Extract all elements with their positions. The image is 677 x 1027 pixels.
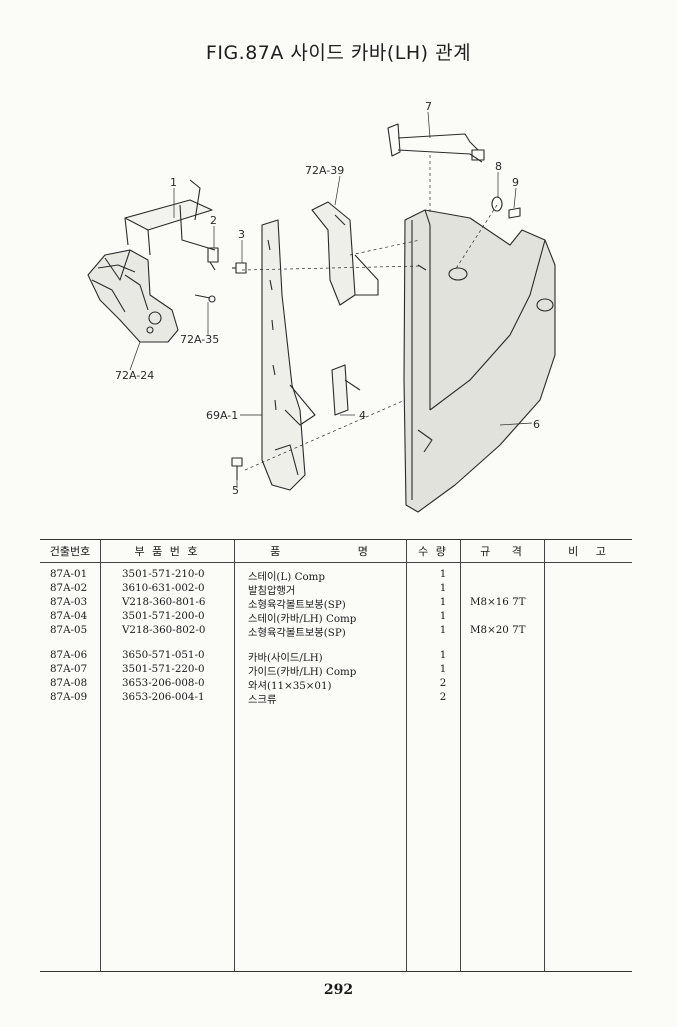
- callout-69a-1: 69A-1: [206, 409, 238, 422]
- header-remarks: 비 고: [568, 545, 608, 558]
- part-6-side-cover: [403, 209, 556, 513]
- part-2-hanger: [207, 247, 219, 271]
- part-3-bolt: [232, 262, 247, 274]
- part-4-stay: [331, 364, 361, 416]
- part-8-washer: [491, 196, 503, 212]
- part-72a-24-bracket: [87, 249, 179, 343]
- exploded-parts-diagram: 1 2 3 4 5 6 7 8 9 72A-39 72A-35 72A-24 6…: [87, 100, 556, 513]
- callout-3: 3: [238, 228, 245, 241]
- table-row: 87A-02 3610-631-002-0 발침압행거 1: [50, 582, 447, 597]
- callout-72a-24: 72A-24: [115, 369, 154, 382]
- callout-5: 5: [232, 484, 239, 497]
- table-row: 87A-06 3650-571-051-0 카바(사이드/LH) 1: [50, 649, 447, 664]
- part-5-screw: [231, 457, 243, 480]
- callout-1: 1: [170, 176, 177, 189]
- parts-table: 건출번호 부 품 번 호 품 명 수 량 규 격 비 고 87A-01 3501…: [40, 539, 632, 972]
- part-72a-35-pin: [194, 294, 216, 303]
- callout-4: 4: [359, 409, 366, 422]
- table-row: 87A-04 3501-571-200-0 스테이(카바/LH) Comp 1: [50, 610, 447, 625]
- callout-72a-35: 72A-35: [180, 333, 219, 346]
- header-spec: 규 격: [480, 545, 524, 558]
- table-row: 87A-05 V218-360-802-0 소형육각볼트보봉(SP) 1 M8×…: [50, 624, 526, 639]
- part-1-stay: [124, 179, 216, 256]
- part-9-screw: [508, 207, 521, 219]
- callout-9: 9: [512, 176, 519, 189]
- header-part-name: 품 명: [270, 545, 370, 558]
- callout-6: 6: [533, 418, 540, 431]
- table-row: 87A-09 3653-206-004-1 스크류 2: [50, 691, 447, 706]
- page-title: FIG.87A 사이드 카바(LH) 관계: [205, 42, 472, 64]
- callout-7: 7: [425, 100, 432, 113]
- callout-72a-39: 72A-39: [305, 164, 344, 177]
- table-row: 87A-07 3501-571-220-0 가이드(카바/LH) Comp 1: [50, 663, 447, 678]
- header-figure-no: 건출번호: [49, 545, 91, 558]
- part-69a-1-guide: [261, 219, 316, 491]
- table-row: 87A-03 V218-360-801-6 소형육각볼트보봉(SP) 1 M8×…: [50, 596, 526, 611]
- table-row: 87A-08 3653-206-008-0 와셔(11×35×01) 2: [50, 677, 447, 692]
- callout-8: 8: [495, 160, 502, 173]
- header-part-number: 부 품 번 호: [134, 545, 200, 558]
- table-header: 건출번호 부 품 번 호 품 명 수 량 규 격 비 고: [40, 540, 632, 563]
- callout-2: 2: [210, 214, 217, 227]
- part-7-guide-rod: [387, 123, 485, 163]
- page-number: 292: [323, 982, 354, 998]
- header-quantity: 수 량: [418, 545, 448, 558]
- part-72a-39-bracket: [311, 201, 379, 306]
- table-row: 87A-01 3501-571-210-0 스테이(L) Comp 1: [50, 568, 447, 583]
